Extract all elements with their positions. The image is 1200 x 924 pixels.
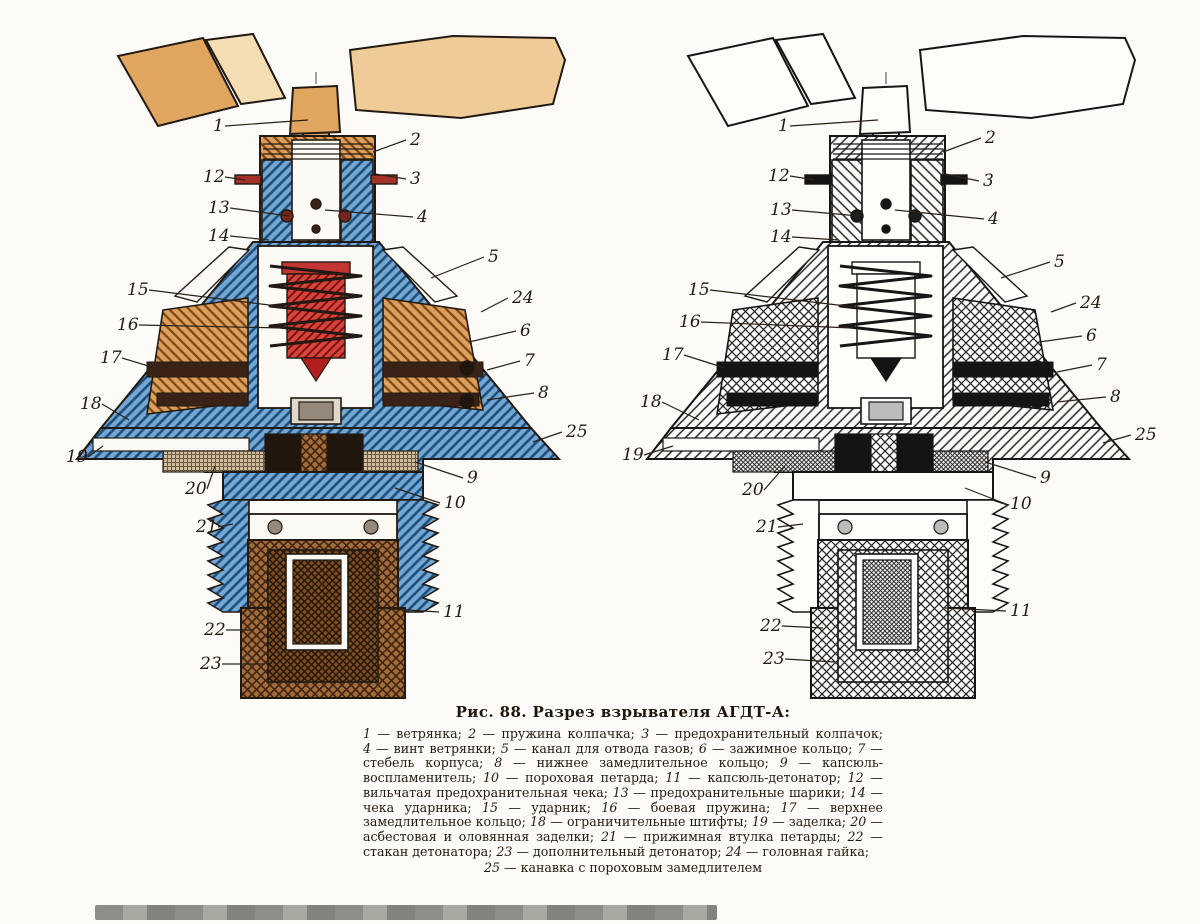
legend-last-line: 25 — канавка с пороховым замедлителем [363,859,883,876]
callout-number: 1 [778,116,789,136]
callout-number: 2 [984,128,996,148]
legend-item: 8 — нижнее замедлительное кольцо; [494,755,780,771]
callout-number: 4 [416,207,428,227]
legend-item: 9 — капсюль-воспламенитель; [363,755,883,786]
callout-number: 18 [80,394,102,414]
legend-item: 19 — заделка; [751,814,851,830]
callout-number: 5 [488,247,499,267]
callout-number: 25 [565,422,588,442]
callout-number: 12 [203,167,225,187]
callout-number: 9 [467,468,478,488]
callout-number: 15 [127,280,149,300]
callout-number: 6 [1086,326,1097,346]
legend-item: 18 — ограничительные штифты; [530,814,752,830]
figure-caption: Рис. 88. Разрез взрывателя АГДТ-А: [455,703,791,721]
callout-number: 13 [208,198,230,218]
legend-item: 5 — канал для отвода газов; [500,740,699,756]
legend-item: 2 — пружина колпачка; [468,726,642,741]
callout-number: 11 [443,602,465,622]
callout-number: 20 [184,479,207,499]
legend-item: 10 — пороховая петарда; [482,770,666,786]
callout-number: 7 [524,351,535,371]
callout-number: 17 [662,345,684,365]
legend-item: 6 — зажимное кольцо; [698,740,858,756]
callout-number: 10 [444,493,466,513]
callout-number: 21 [755,517,778,537]
legend-item: 16 — боевая пружина; [601,799,781,815]
callout-number: 8 [538,383,549,403]
callout-number: 22 [203,620,226,640]
callout-number: 13 [770,200,792,220]
legend-item: 1 — ветрянка; [363,726,469,741]
callout-number: 3 [983,171,994,191]
legend-item: 11 — капсюль-детонатор; [665,770,848,786]
callout-number: 8 [1110,387,1121,407]
callout-number: 23 [199,654,222,674]
callout-number: 10 [1010,494,1032,514]
callout-number: 14 [770,227,792,247]
callout-number: 18 [640,392,662,412]
legend-item: 17 — верхнее замедлительное кольцо; [363,799,883,830]
legend-item: 7 — стебель корпуса; [363,740,883,771]
legend-item: 21 — прижимная втулка петарды; [601,829,848,845]
legend-item: 23 — дополнительный детонатор; [496,843,726,859]
legend-item: 22 — стакан детонатора; [363,829,883,859]
callout-number: 20 [741,480,764,500]
legend-item: 15 — ударник; [482,799,602,815]
callout-number: 22 [759,616,782,636]
callout-number: 1 [213,116,224,136]
callout-number: 19 [66,447,88,467]
callout-number: 2 [409,130,421,150]
legend-item: 4 — винт ветрянки; [363,740,501,756]
legend-item: 14 — чека ударника; [363,784,883,815]
legend-text: 1 — ветрянка; 2 — пружина колпачка; 3 — … [363,726,884,860]
callout-number: 24 [1079,293,1102,313]
callout-number: 15 [688,280,710,300]
callout-number: 16 [679,312,701,332]
legend-item: 24 — головная гайка; [725,843,870,859]
callout-number: 3 [410,169,421,189]
callout-number: 16 [117,315,139,335]
callout-number: 21 [195,517,218,537]
callout-number: 12 [768,166,790,186]
callout-number: 23 [762,649,785,669]
legend-item-number: 25 [483,859,500,875]
callout-number: 4 [987,209,999,229]
callout-number: 11 [1010,601,1032,621]
scan-artifact-strip [95,905,717,920]
callout-number: 7 [1096,355,1107,375]
callout-number: 9 [1040,468,1051,488]
legend-item-label: — канавка с пороховым замедлителем [499,859,763,875]
callout-number: 19 [622,445,644,465]
callout-number: 24 [511,288,534,308]
callout-number: 17 [100,348,122,368]
figure-legend: 1 — ветрянка; 2 — пружина колпачка; 3 — … [363,726,884,876]
callout-number: 14 [208,226,230,246]
legend-item: 20 — асбестовая и оловянная заделки; [363,814,884,845]
callout-number: 6 [520,321,531,341]
callout-number: 5 [1054,252,1065,272]
callout-number: 25 [1134,425,1157,445]
legend-item: 13 — предохранительные шарики; [612,784,850,800]
legend-item: 3 — предохранительный колпачок; [641,726,884,741]
legend-item: 12 — вильчатая предохранительная чека; [363,770,883,800]
